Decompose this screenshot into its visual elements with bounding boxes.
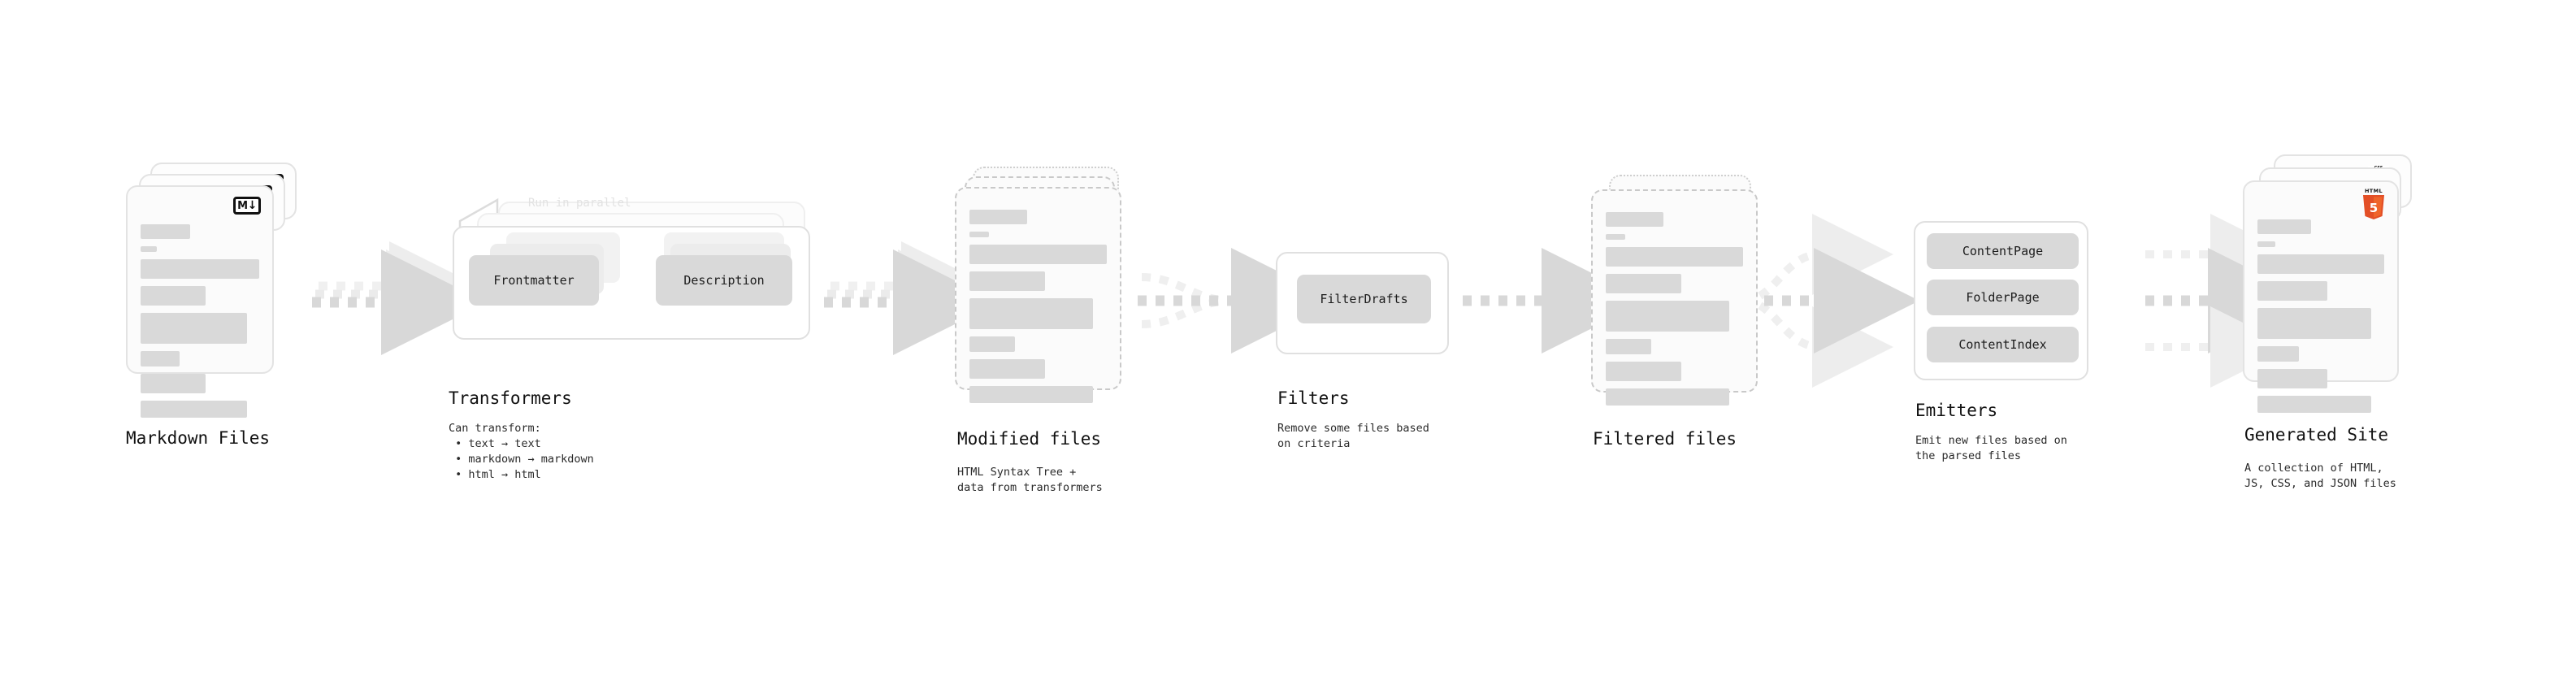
doc-bar xyxy=(2257,281,2327,301)
doc-bar xyxy=(2257,254,2384,274)
doc-placeholder-lines xyxy=(1606,212,1743,413)
emitter-chip-contentpage[interactable]: ContentPage xyxy=(1927,233,2079,269)
doc-placeholder-lines xyxy=(969,210,1107,410)
modified-doc-front xyxy=(955,187,1121,403)
doc-placeholder-lines xyxy=(141,224,259,425)
doc-bar xyxy=(1606,234,1625,240)
doc-bar xyxy=(1606,301,1730,332)
modified-doc-stack xyxy=(955,167,1130,427)
stage-title-markdown-files: Markdown Files xyxy=(126,428,271,448)
stage-generated-site: CSS HTML 5 xyxy=(2243,154,2422,423)
site-doc-front: HTML 5 xyxy=(2243,180,2399,413)
doc-bar xyxy=(2257,396,2372,413)
doc-bar xyxy=(2257,346,2300,362)
doc-bar xyxy=(2257,241,2275,247)
doc-bar xyxy=(969,245,1107,264)
html5-icon-label: HTML xyxy=(2364,188,2383,194)
stage-title-filters: Filters xyxy=(1277,388,1350,408)
stage-title-emitters: Emitters xyxy=(1915,401,1998,420)
site-doc-stack: CSS HTML 5 xyxy=(2243,154,2422,423)
transformer-chip-description[interactable]: Description xyxy=(656,255,792,306)
stage-filtered-files xyxy=(1591,175,1766,435)
stage-title-transformers: Transformers xyxy=(449,388,572,408)
stage-modified-files xyxy=(955,167,1130,427)
doc-bar xyxy=(141,246,158,252)
stage-caption-emitters: Emit new files based on the parsed files xyxy=(1915,434,2067,462)
doc-bar xyxy=(969,271,1045,291)
doc-bar xyxy=(969,210,1027,224)
stage-filters: FilterDrafts xyxy=(1276,252,1455,358)
svg-text:5: 5 xyxy=(2370,201,2378,215)
stage-title-modified-files: Modified files xyxy=(957,429,1102,449)
emitter-chip-contentindex[interactable]: ContentIndex xyxy=(1927,327,2079,362)
markdown-icon: M↓ xyxy=(233,197,261,215)
markdown-doc-stack: M↓ M↓ M↓ xyxy=(126,163,297,423)
doc-bar xyxy=(2257,369,2327,388)
arrow-modified-to-filters xyxy=(1138,248,1337,354)
doc-bar xyxy=(1606,274,1681,293)
stage-transformers: Frontmatter Description xyxy=(443,187,817,349)
filtered-doc-front xyxy=(1591,189,1758,406)
doc-bar xyxy=(969,298,1094,329)
transformers-box-front: Frontmatter Description xyxy=(453,226,810,340)
markdown-doc-front: M↓ xyxy=(126,185,274,418)
filtered-doc-stack xyxy=(1591,175,1766,435)
html5-icon-glyph: HTML 5 xyxy=(2361,188,2386,219)
doc-bar xyxy=(141,401,248,418)
md-letter: M xyxy=(237,199,248,212)
transformer-chip-frontmatter[interactable]: Frontmatter xyxy=(469,255,599,306)
doc-bar xyxy=(2257,219,2311,234)
run-in-parallel-label: Run in parallel xyxy=(528,197,631,210)
emitter-chip-folderpage[interactable]: FolderPage xyxy=(1927,280,2079,315)
doc-bar xyxy=(141,286,206,306)
stage-caption-generated-site: A collection of HTML, JS, CSS, and JSON … xyxy=(2244,462,2396,490)
arrow-emitters-to-site xyxy=(2145,214,2314,388)
doc-bar xyxy=(141,259,259,279)
emitters-box: ContentPage FolderPage ContentIndex xyxy=(1914,221,2088,380)
doc-bar xyxy=(141,374,206,393)
filter-chip-filterdrafts[interactable]: FilterDrafts xyxy=(1297,275,1431,323)
stage-caption-modified-files: HTML Syntax Tree + data from transformer… xyxy=(957,466,1103,494)
arrow-transformers-to-modified xyxy=(824,241,999,355)
doc-bar xyxy=(969,232,989,237)
doc-bar xyxy=(1606,339,1651,354)
doc-bar xyxy=(1606,362,1681,381)
doc-bar xyxy=(141,313,248,344)
stage-title-generated-site: Generated Site xyxy=(2244,425,2389,445)
doc-bar xyxy=(969,359,1045,379)
stage-caption-transformers: Can transform: • text → text • markdown … xyxy=(449,422,594,481)
filters-box: FilterDrafts xyxy=(1276,252,1449,354)
doc-bar xyxy=(1606,212,1663,227)
md-arrow: ↓ xyxy=(247,199,258,212)
stage-caption-filters: Remove some files based on criteria xyxy=(1277,422,1429,450)
arrow-markdown-to-transformers xyxy=(312,241,487,355)
doc-bar xyxy=(969,336,1015,352)
html5-icon: HTML 5 xyxy=(2361,188,2386,219)
doc-bar xyxy=(141,224,191,239)
doc-placeholder-lines xyxy=(2257,219,2384,420)
stage-emitters: ContentPage FolderPage ContentIndex xyxy=(1914,221,2101,384)
doc-bar xyxy=(1606,388,1730,406)
stage-title-filtered-files: Filtered files xyxy=(1593,429,1737,449)
doc-bar xyxy=(1606,247,1743,267)
doc-bar xyxy=(969,386,1094,403)
stage-markdown-files: M↓ M↓ M↓ xyxy=(126,163,297,423)
doc-bar xyxy=(2257,308,2372,339)
doc-bar xyxy=(141,351,180,367)
